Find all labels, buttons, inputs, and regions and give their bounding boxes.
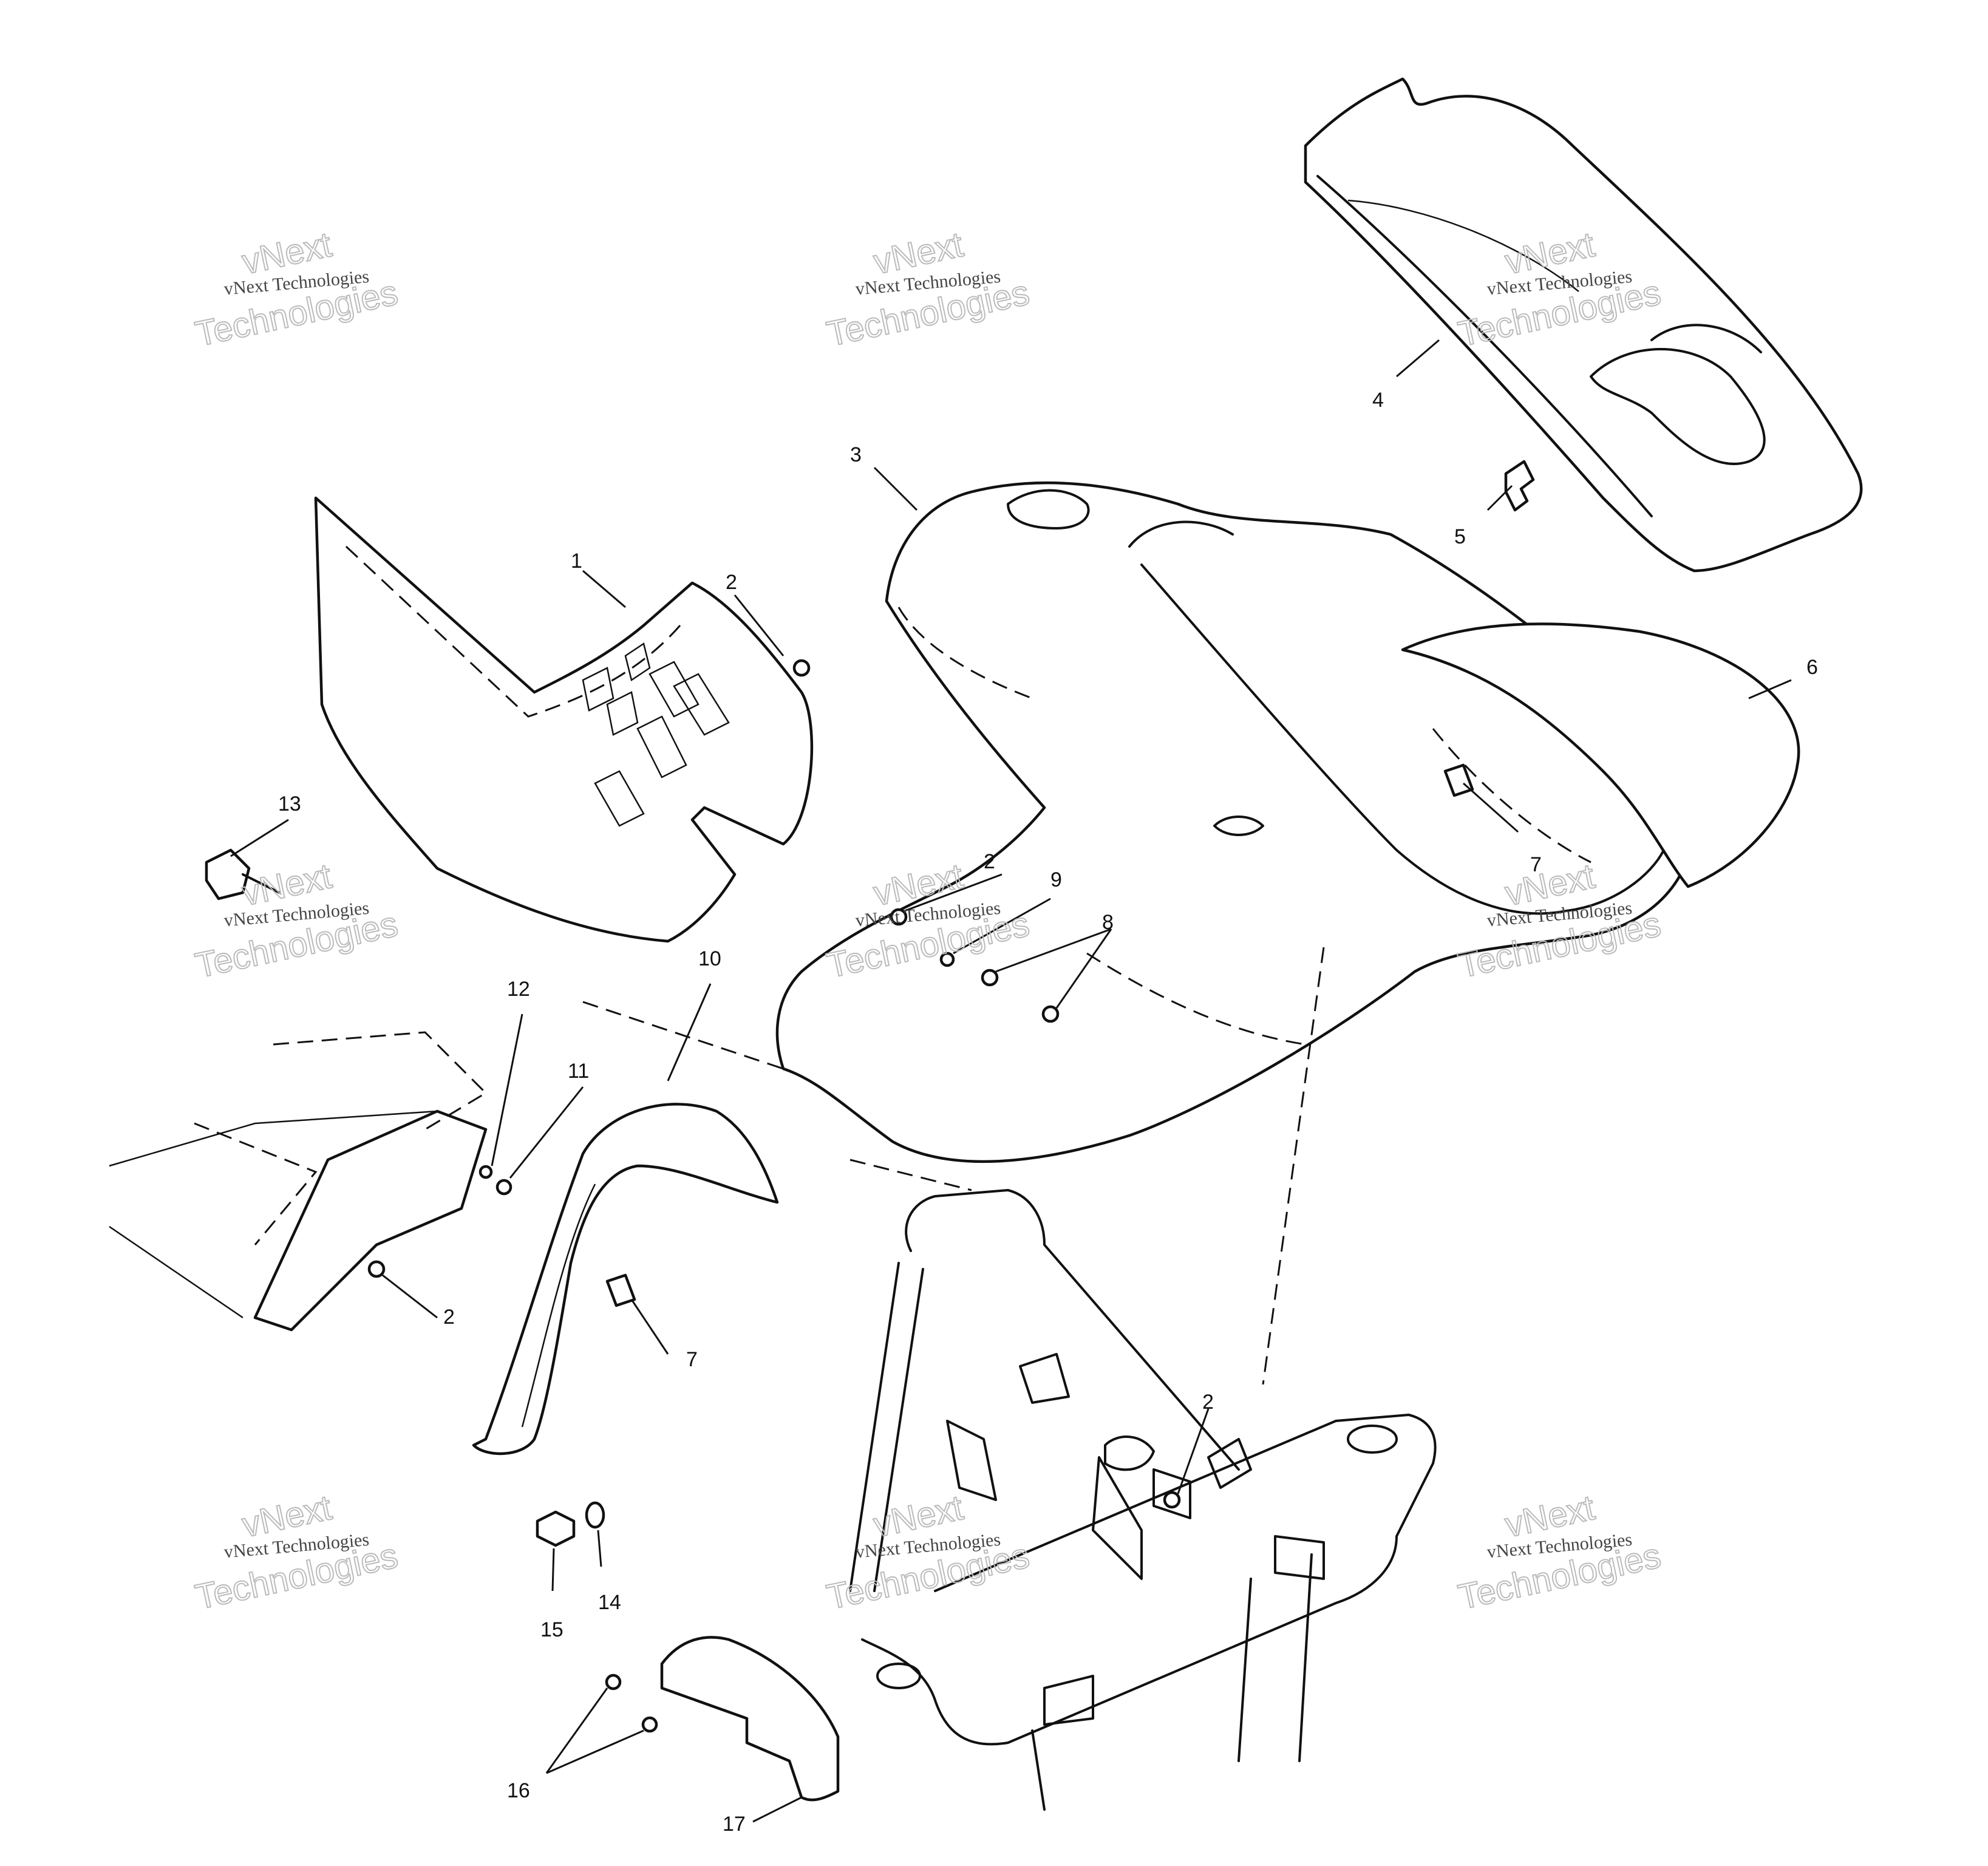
callout-6: 6 (1806, 656, 1818, 679)
leader-lines (230, 339, 1792, 1823)
part-11-nut (495, 1179, 512, 1196)
part-1-side-panel (314, 496, 814, 943)
callout-2: 2 (726, 571, 737, 594)
callout-1: 1 (571, 550, 582, 573)
part-3-front-cab (775, 481, 1696, 1163)
callout-5: 5 (1454, 525, 1466, 548)
part-7-clip-b (1443, 763, 1474, 797)
callout-2: 2 (443, 1306, 455, 1329)
callout-16: 16 (507, 1779, 530, 1802)
callout-8: 8 (1102, 911, 1114, 934)
callout-12: 12 (507, 978, 530, 1001)
callout-9: 9 (1050, 868, 1062, 891)
callout-15: 15 (540, 1618, 563, 1641)
callout-11: 11 (568, 1060, 589, 1083)
part-2-screw-d (1163, 1491, 1181, 1509)
watermark: vNext Technologies vNext Technologies (191, 224, 402, 355)
frame (849, 1189, 1437, 1811)
part-16-screw-b (641, 1716, 658, 1733)
part-9-nut (939, 952, 955, 967)
rear-left-panel (109, 1109, 488, 1332)
callout-4: 4 (1372, 389, 1384, 412)
assembly-lines (273, 947, 1325, 1385)
part-8-nut-b (1041, 1005, 1060, 1023)
part-5-clip (1504, 460, 1535, 512)
part-7-clip-a (605, 1273, 636, 1307)
part-10-fender-flare (472, 1103, 779, 1456)
part-2-screw-c (367, 1260, 386, 1278)
callout-2: 2 (984, 850, 995, 873)
callout-7: 7 (686, 1348, 698, 1371)
part-17-mud-flap (660, 1636, 840, 1802)
part-16-screw-a (605, 1674, 622, 1691)
watermark: vNext Technologies vNext Technologies (191, 1487, 402, 1618)
part-2-screw-a (792, 659, 811, 677)
watermark: vNext Technologies vNext Technologies (1454, 1487, 1665, 1618)
watermark: vNext Technologies vNext Technologies (1454, 224, 1665, 355)
watermark: vNext Technologies vNext Technologies (823, 224, 1033, 355)
part-4-seat (1304, 77, 1863, 573)
part-12-washer (478, 1165, 493, 1179)
callout-3: 3 (850, 443, 862, 466)
part-14-washer (585, 1501, 605, 1529)
part-13-bolt (205, 848, 251, 901)
part-8-nut-a (981, 969, 999, 987)
part-2-screw-b (890, 908, 908, 926)
callout-labels: 1 2 2 2 2 3 4 5 6 7 7 8 9 10 11 12 13 14… (278, 389, 1818, 1836)
watermark: vNext Technologies vNext Technologies (823, 1487, 1033, 1618)
callout-2: 2 (1202, 1391, 1214, 1414)
callout-17: 17 (723, 1813, 746, 1836)
callout-7: 7 (1530, 853, 1542, 876)
callout-14: 14 (598, 1591, 621, 1614)
hardware (205, 659, 1474, 1733)
part-15-nut (536, 1510, 576, 1547)
part-6-rear-fender (1401, 622, 1800, 888)
callout-10: 10 (698, 947, 721, 970)
callout-13: 13 (278, 792, 301, 816)
